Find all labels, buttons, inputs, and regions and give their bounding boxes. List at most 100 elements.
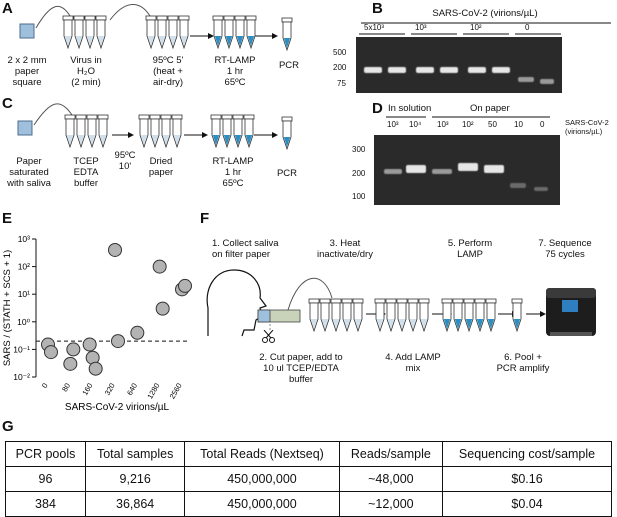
pcr-tube-icon: [463, 298, 475, 333]
tubes-f4: [511, 298, 523, 333]
gel-d-band: [484, 165, 504, 173]
table-row: 384 36,864 450,000,000 ~12,000 $0.04: [5, 491, 612, 517]
panel-label-c: C: [2, 95, 13, 112]
b-ladder-75: 75: [337, 79, 346, 88]
table-row: 96 9,216 450,000,000 ~48,000 $0.16: [5, 466, 612, 492]
gel-b-band: [388, 67, 406, 73]
d-ladder-100: 100: [352, 192, 366, 201]
data-point: [152, 259, 167, 274]
pcr-tube-icon: [84, 15, 96, 50]
d-in-solution: In solution: [388, 103, 432, 114]
d-lane-3: 10³: [437, 120, 449, 129]
tubes-c3: [210, 114, 255, 149]
data-point: [155, 301, 170, 316]
c-step5-label: PCR: [276, 168, 298, 179]
filter-paper-icon: [257, 309, 301, 323]
pcr-tube-icon: [86, 114, 98, 149]
pcr-tube-icon: [319, 298, 331, 333]
d-brackets: [386, 116, 550, 118]
b-ladder-200: 200: [333, 63, 347, 72]
gel-d-band: [458, 163, 478, 171]
data-point: [111, 334, 125, 349]
table-header-row: PCR pools Total samples Total Reads (Nex…: [5, 441, 612, 467]
gel-d-band: [384, 169, 402, 174]
x-tick-label: 80: [60, 382, 72, 394]
gel-b-band: [416, 67, 434, 73]
pcr-tube-icon: [243, 114, 255, 149]
pcr-tube-icon: [210, 114, 222, 149]
table-header: Sequencing cost/sample: [442, 441, 612, 467]
x-tick-label: 160: [80, 382, 94, 397]
tubes-c1: [64, 114, 109, 149]
pcr-tube-icon: [156, 15, 168, 50]
x-tick-label: 2560: [168, 382, 184, 401]
d-ladder-300: 300: [352, 145, 366, 154]
gel-d-band: [432, 169, 452, 174]
tubes-f3: [441, 298, 497, 333]
pcr-tube-icon: [418, 298, 430, 333]
gel-d-band: [534, 187, 548, 191]
d-lane-5: 50: [488, 120, 497, 129]
pcr-tube-icon: [73, 15, 85, 50]
pcr-tube-icon: [160, 114, 172, 149]
d-legend: SARS-CoV-2(virions/µL): [565, 118, 609, 136]
pcr-tube-icon: [352, 298, 364, 333]
gel-d-band: [406, 165, 426, 173]
pcr-tube-icon: [385, 298, 397, 333]
table-cell: ~12,000: [338, 491, 444, 517]
panel-c-diagram: [17, 103, 278, 138]
pcr-tube-icon: [407, 298, 419, 333]
scissors-icon: [262, 330, 275, 343]
pcr-tube-icon: [221, 114, 233, 149]
sequencing-cost-table: PCR pools Total samples Total Reads (Nex…: [5, 441, 612, 517]
b-group-2: 10³: [415, 23, 427, 32]
pcr-tube-icon: [441, 298, 453, 333]
head-profile-icon: [206, 269, 267, 337]
b-group-4: 0: [525, 23, 530, 32]
table-cell: 36,864: [84, 491, 186, 517]
y-tick-label: 10⁻²: [13, 372, 30, 382]
table-cell: 9,216: [84, 466, 186, 492]
pcr-tube-icon: [178, 15, 190, 50]
table-header: Total Reads (Nextseq): [184, 441, 340, 467]
f-step6: 6. Pool +PCR amplify: [496, 352, 550, 374]
pcr-tube-icon: [232, 114, 244, 149]
a-step3-label: 95ºC 5'(heat +air-dry): [152, 55, 184, 88]
x-tick-label: 1280: [145, 382, 161, 401]
pcr-tube-icon: [64, 114, 76, 149]
b-title: SARS-CoV-2 (virions/µL): [432, 8, 538, 19]
x-axis-label: SARS-CoV-2 virions/µL: [65, 402, 170, 413]
data-point: [108, 242, 122, 257]
table-header: Reads/sample: [338, 441, 444, 467]
data-point: [88, 361, 103, 376]
y-tick-label: 10²: [18, 262, 30, 272]
table-header: PCR pools: [5, 441, 86, 467]
table-cell: ~48,000: [338, 466, 444, 492]
pcr-tube-icon: [62, 15, 74, 50]
pcr-tube-icon: [167, 15, 179, 50]
tubes-c2: [138, 114, 183, 149]
gel-b-band: [540, 79, 554, 84]
tubes-a3: [212, 15, 257, 50]
pcr-tube-icon: [171, 114, 183, 149]
panel-label-b: B: [372, 0, 383, 17]
d-on-paper: On paper: [470, 103, 510, 114]
gel-b-band: [468, 67, 486, 73]
pcr-tube-icon: [234, 15, 246, 50]
table-cell: 96: [5, 466, 86, 492]
gel-b-band: [440, 67, 458, 73]
b-group-underlines: [359, 33, 561, 35]
pcr-tube-icon: [138, 114, 150, 149]
panel-f-diagram: [206, 269, 596, 337]
pcr-tube-icon: [330, 298, 342, 333]
x-tick-label: 320: [103, 382, 117, 397]
pcr-tube-icon: [97, 114, 109, 149]
